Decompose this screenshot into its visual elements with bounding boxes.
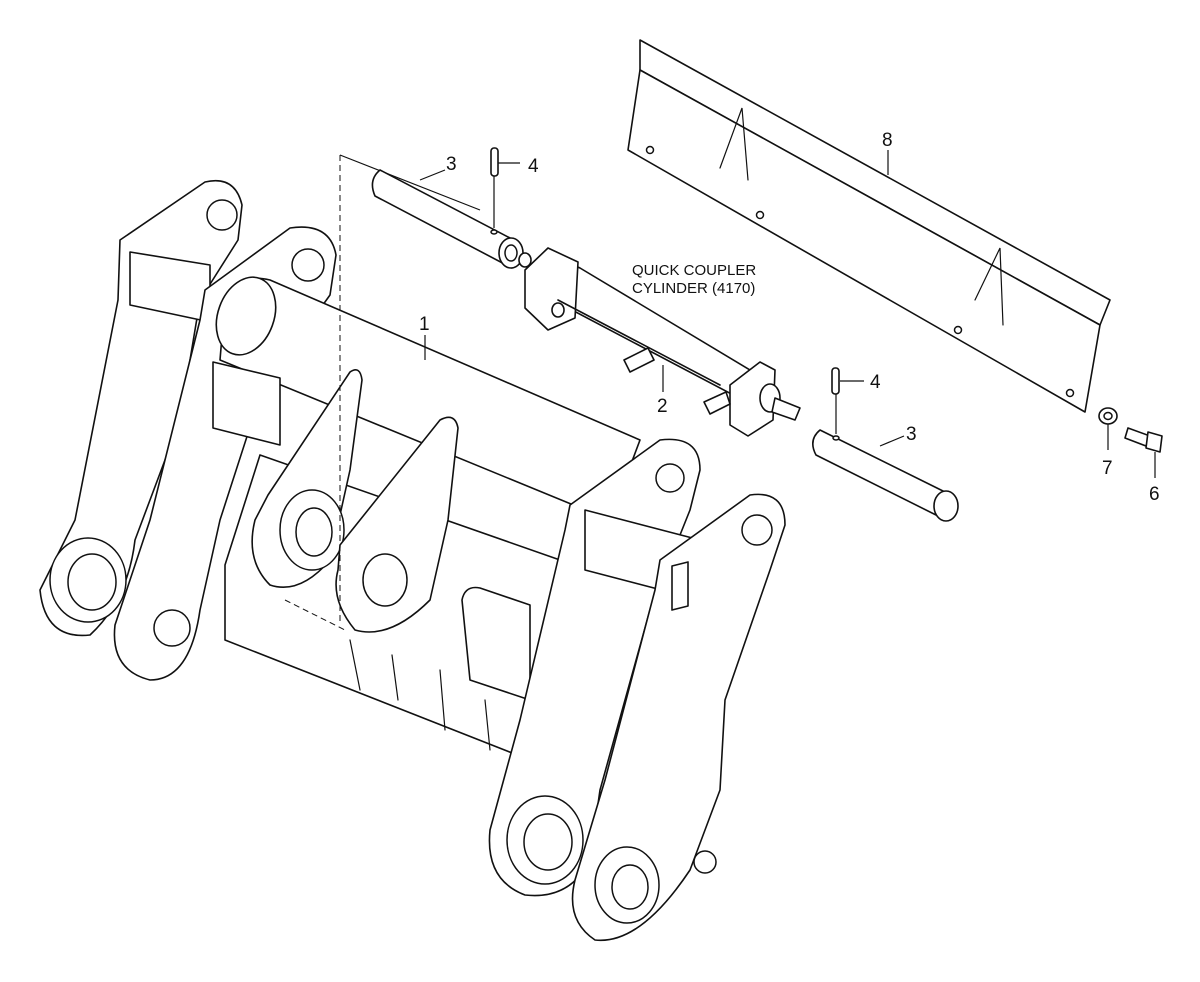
cover-plate-gusset-2 [974, 247, 1004, 326]
callout-6: 6 [1149, 484, 1160, 505]
callout-7: 7 [1102, 458, 1113, 479]
pin-right-end [933, 490, 959, 522]
cylinder-rod [771, 397, 801, 421]
center-ear-left-bore-inner [295, 507, 333, 557]
upper-tube-end [215, 276, 277, 356]
cover-plate-hole-4 [1065, 388, 1075, 398]
bolt [1124, 427, 1163, 478]
right-inner-bottom-bore-inner [523, 813, 573, 871]
cover-plate-hole-1 [645, 145, 655, 155]
left-inner-bottom-hole [153, 609, 191, 647]
caption-line-1: QUICK COUPLER [632, 262, 756, 279]
cover-plate-gusset-1 [719, 107, 749, 181]
leader-3-right [879, 435, 905, 447]
callout-4-right: 4 [870, 372, 881, 393]
cover-plate-hole-2 [755, 210, 765, 220]
center-ear-right-bore [362, 553, 408, 607]
washer [1098, 407, 1118, 450]
cylinder-port-1 [623, 347, 655, 373]
right-outer-bottom-bore-inner [611, 864, 649, 910]
cylinder-port-2 [703, 391, 731, 415]
hidden-line-diag [284, 599, 346, 631]
coupler-frame [39, 154, 786, 942]
right-outer-tab [671, 561, 689, 611]
callout-8: 8 [882, 130, 893, 151]
caption-line-2: CYLINDER (4170) [632, 280, 755, 297]
left-outer-bottom-bore-inner [67, 553, 117, 611]
right-outer-side-hole [693, 850, 717, 874]
cover-plate [627, 39, 1111, 413]
cylinder-mount-plate-right [729, 361, 776, 437]
right-outer-top-hole [741, 514, 773, 546]
cylinder-small-stub [518, 252, 532, 268]
roll-pin-right [831, 367, 840, 434]
left-inner-top-hole [291, 248, 325, 282]
callout-1: 1 [419, 314, 430, 335]
pin-right [812, 429, 959, 522]
middle-crossbar [212, 361, 281, 446]
frame-reference-line [339, 154, 481, 211]
left-outer-top-hole [206, 199, 238, 231]
cylinder-small-stub-2 [551, 302, 565, 318]
cylinder-tube-line [557, 299, 721, 386]
pin-top [371, 169, 524, 269]
quick-coupler-cylinder [518, 247, 801, 437]
leader-3-top [419, 169, 446, 181]
lower-box-window [461, 586, 531, 701]
callout-2: 2 [657, 396, 668, 417]
callout-4-top: 4 [528, 156, 539, 177]
cover-plate-hole-3 [953, 325, 963, 335]
callout-3-right: 3 [906, 424, 917, 445]
roll-pin-top [490, 147, 499, 228]
lower-box-slots [349, 639, 491, 751]
right-outer-plate [571, 493, 786, 942]
callout-3-top: 3 [446, 154, 457, 175]
right-inner-top-hole [655, 463, 685, 493]
cylinder-mount-plate-left [524, 247, 579, 331]
